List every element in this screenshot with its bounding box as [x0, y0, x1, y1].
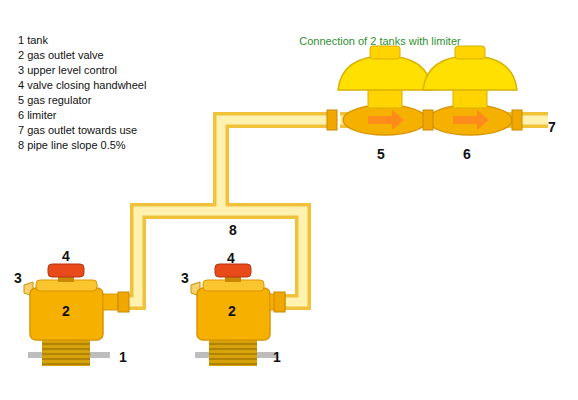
key-item: 7 gas outlet towards use — [18, 124, 137, 137]
callout-number: 1 — [273, 349, 281, 366]
key-item: 2 gas outlet valve — [18, 49, 104, 62]
key-item: 3 upper level control — [18, 64, 117, 77]
callout-number: 8 — [229, 222, 237, 239]
callout-number: 1 — [119, 349, 127, 366]
key-item: 6 limiter — [18, 109, 57, 122]
callout-number: 6 — [463, 146, 471, 163]
callout-number: 4 — [227, 250, 235, 267]
key-item: 1 tank — [18, 34, 48, 47]
callout-number: 2 — [62, 303, 70, 320]
key-item: 8 pipe line slope 0.5% — [18, 139, 126, 152]
callout-number: 2 — [228, 303, 236, 320]
callout-number: 3 — [14, 270, 22, 287]
callout-number: 7 — [548, 119, 556, 136]
key-item: 5 gas regulator — [18, 94, 91, 107]
diagram-title: Connection of 2 tanks with limiter — [299, 35, 460, 48]
callout-number: 4 — [62, 248, 70, 265]
callout-number: 5 — [377, 146, 385, 163]
key-item: 4 valve closing handwheel — [18, 79, 146, 92]
callout-number: 3 — [181, 270, 189, 287]
